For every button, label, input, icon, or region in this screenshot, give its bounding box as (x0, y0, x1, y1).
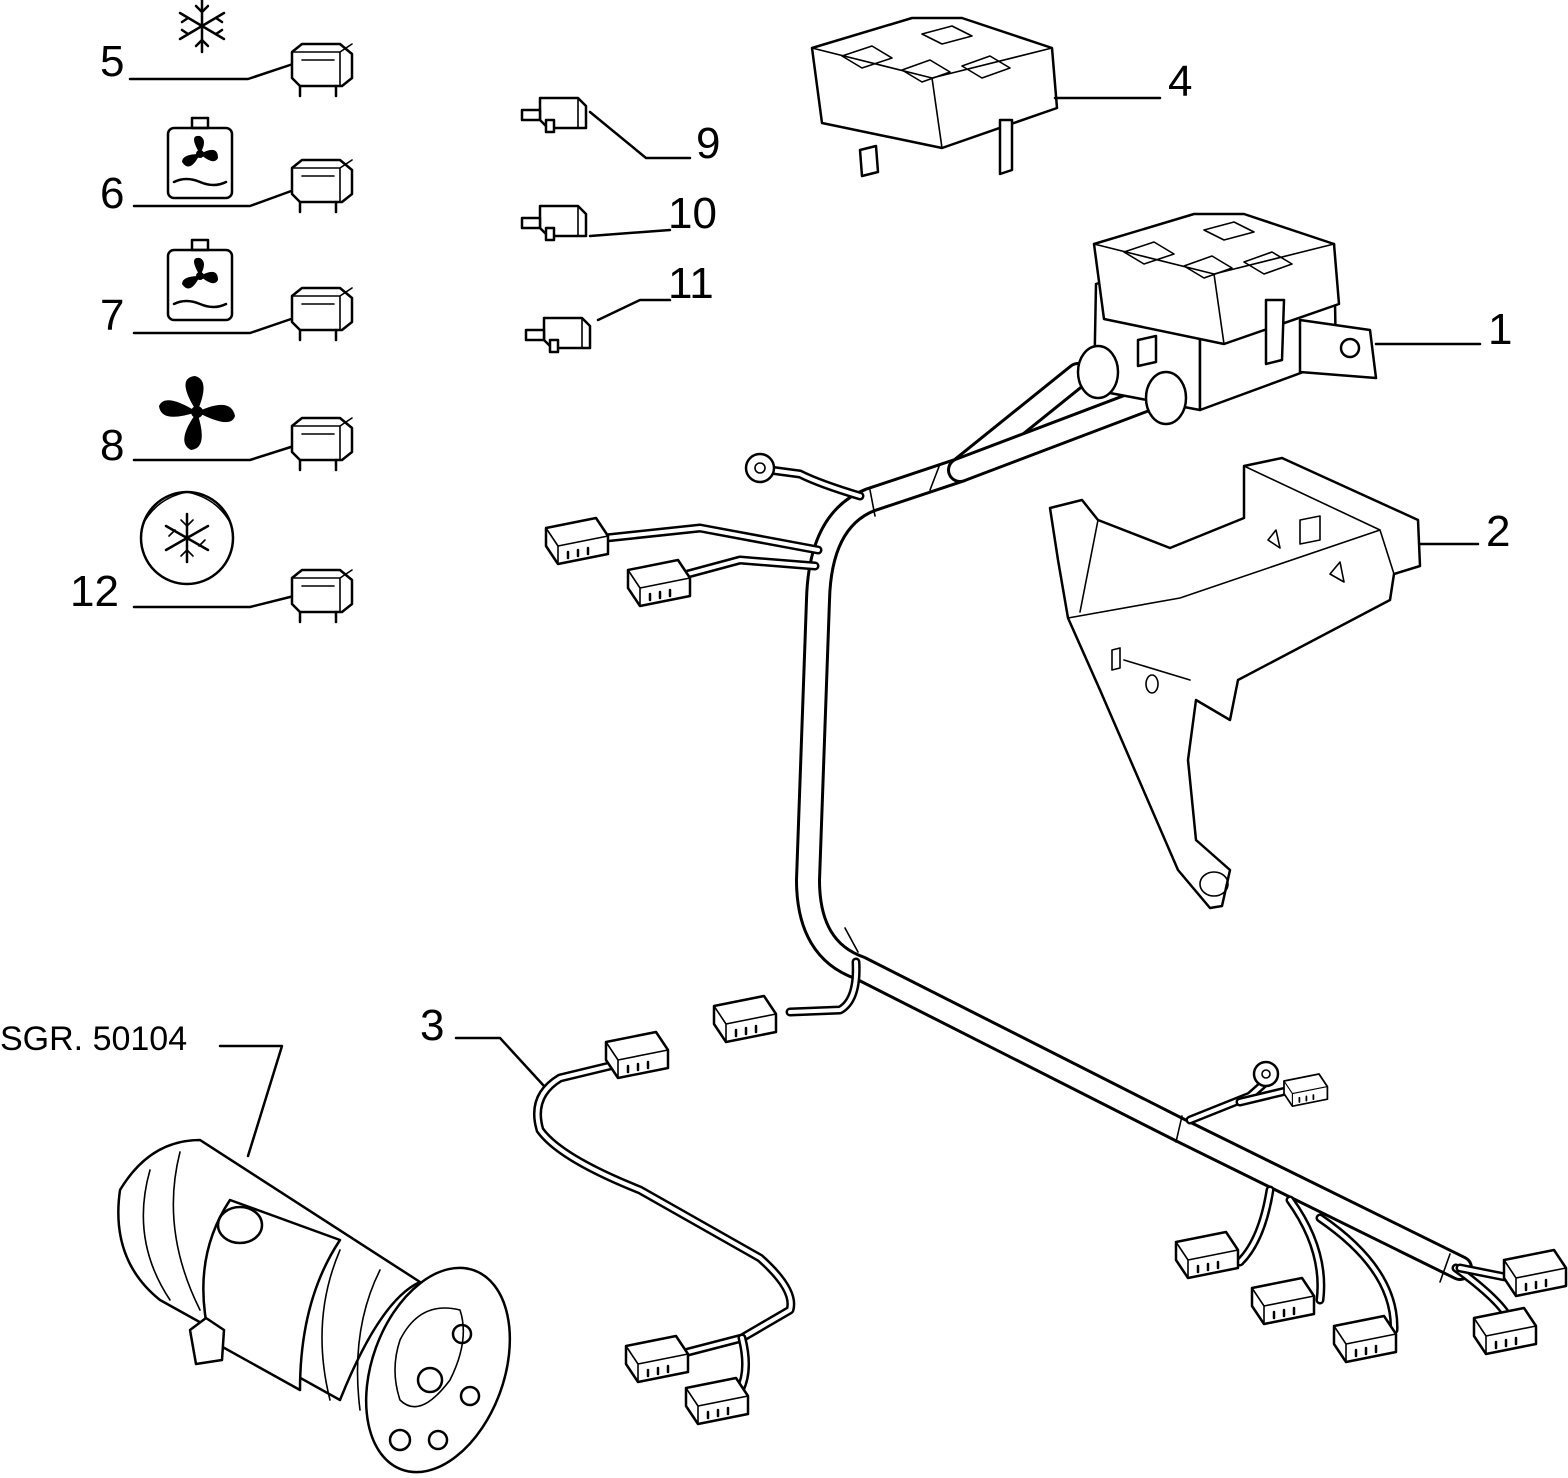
relay-7 (290, 286, 354, 342)
connector-e (1174, 1230, 1240, 1280)
connector-a (544, 516, 610, 566)
callout-6: 6 (100, 169, 124, 218)
fuse-9 (520, 96, 588, 134)
connector-h (1472, 1306, 1538, 1356)
fuse-row-11: 11 (524, 259, 714, 354)
fuse-row-9: 9 (520, 96, 720, 168)
callout-10: 10 (668, 189, 717, 238)
relay-6 (290, 158, 354, 214)
fuse-box-4: 4 (810, 16, 1192, 178)
callout-11: 11 (668, 259, 714, 308)
radiator-fan-icon (166, 116, 234, 200)
reference-label: SGR. 50104 (0, 1020, 187, 1058)
snowflake-circle-icon (139, 490, 235, 586)
radiator-fan-icon (166, 238, 234, 322)
fuse-11 (524, 316, 592, 354)
fan-icon (159, 376, 235, 450)
relay-12 (290, 568, 354, 624)
fuse-10 (520, 204, 588, 242)
connector-c (712, 994, 778, 1044)
connector-3a (604, 1030, 670, 1080)
callout-9: 9 (696, 119, 720, 168)
connector-i (1502, 1248, 1568, 1298)
fuse-box-1: 1 (1076, 212, 1512, 426)
connector-3b (624, 1334, 690, 1384)
bracket-2: 2 (1048, 456, 1510, 910)
relay-row-8: 8 (100, 376, 354, 472)
fuse-row-10: 10 (520, 189, 717, 242)
callout-8: 8 (100, 421, 124, 470)
connector-g (1332, 1314, 1398, 1364)
connector-b (626, 558, 692, 608)
relay-row-5: 5 (100, 0, 354, 98)
relay-row-7: 7 (100, 238, 354, 342)
callout-5: 5 (100, 37, 124, 86)
snowflake-icon (178, 0, 226, 54)
main-harness (544, 362, 1568, 1364)
relay-row-12: 12 (70, 490, 354, 624)
connector-d (1283, 1073, 1329, 1108)
relay-5 (290, 42, 354, 98)
callout-7: 7 (100, 291, 124, 340)
relay-8 (290, 416, 354, 472)
compressor-reference: SGR. 50104 (0, 1020, 512, 1474)
connector-f (1250, 1276, 1316, 1326)
connector-3c (684, 1376, 750, 1426)
harness-3: 3 (420, 1001, 796, 1426)
callout-1: 1 (1488, 305, 1512, 354)
callout-3: 3 (420, 1001, 444, 1050)
callout-2: 2 (1486, 507, 1510, 556)
relay-row-6: 6 (100, 116, 354, 218)
callout-4: 4 (1168, 57, 1192, 106)
callout-12: 12 (70, 567, 119, 616)
